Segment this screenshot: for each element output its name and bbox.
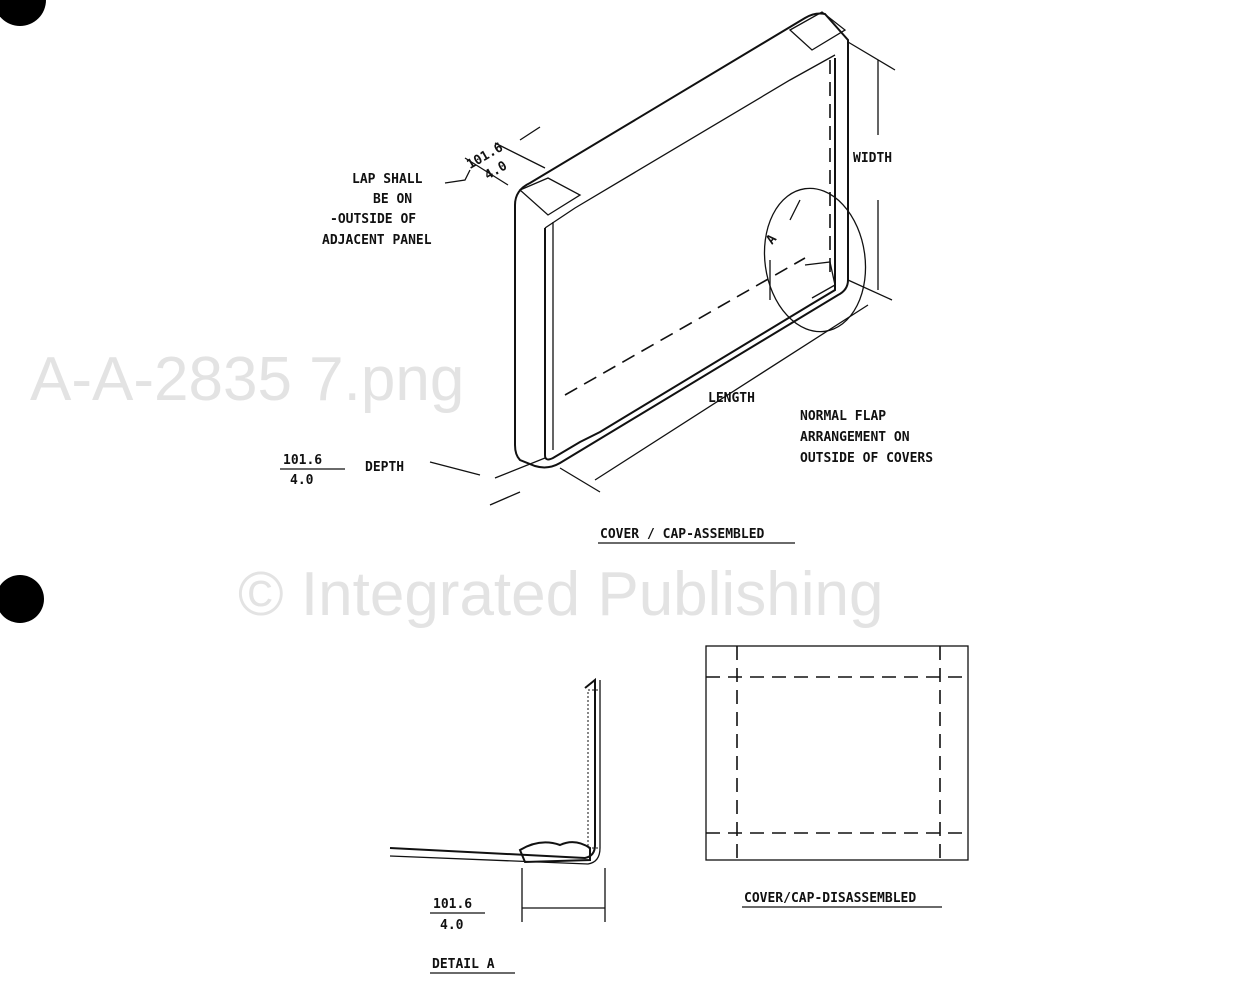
svg-text:101.6: 101.6	[283, 453, 322, 468]
punch-hole-middle	[0, 575, 44, 623]
svg-text:ARRANGEMENT ON: ARRANGEMENT ON	[800, 430, 910, 445]
svg-text:ADJACENT PANEL: ADJACENT PANEL	[322, 233, 432, 248]
flap-note: NORMAL FLAP ARRANGEMENT ON OUTSIDE OF CO…	[800, 409, 933, 466]
width-dimension: WIDTH	[847, 41, 896, 301]
svg-text:-OUTSIDE OF: -OUTSIDE OF	[330, 212, 416, 227]
svg-text:BE ON: BE ON	[373, 192, 412, 207]
svg-text:LAP SHALL: LAP SHALL	[352, 172, 423, 187]
svg-text:OUTSIDE OF COVERS: OUTSIDE OF COVERS	[800, 451, 933, 466]
punch-hole-top	[0, 0, 46, 26]
detail-a-drawing: 101.6 4.0 DETAIL A	[389, 677, 606, 974]
assembled-title: COVER / CAP-ASSEMBLED	[600, 527, 765, 542]
detail-callout-label: A	[764, 232, 781, 248]
width-label: WIDTH	[853, 151, 892, 166]
detail-a-title: DETAIL A	[432, 957, 495, 972]
depth-dimension: 101.6 4.0 DEPTH	[280, 453, 546, 506]
length-label: LENGTH	[708, 391, 755, 406]
depth-label: DEPTH	[365, 460, 404, 475]
svg-text:101.6: 101.6	[433, 897, 472, 912]
svg-text:4.0: 4.0	[440, 918, 464, 933]
detail-callout-arrows	[769, 199, 801, 300]
assembled-frame	[514, 11, 867, 469]
disassembled-drawing: COVER/CAP-DISASSEMBLED	[705, 645, 969, 908]
svg-text:4.0: 4.0	[290, 473, 314, 488]
watermark-line1: © Integrated Publishing	[238, 560, 883, 629]
svg-text:NORMAL FLAP: NORMAL FLAP	[800, 409, 886, 424]
length-dimension: LENGTH	[559, 304, 869, 493]
lap-note: LAP SHALL BE ON -OUTSIDE OF ADJACENT PAN…	[322, 126, 546, 248]
watermark-line2: A-A-2835 7.png	[30, 345, 464, 414]
disassembled-title: COVER/CAP-DISASSEMBLED	[744, 891, 916, 906]
